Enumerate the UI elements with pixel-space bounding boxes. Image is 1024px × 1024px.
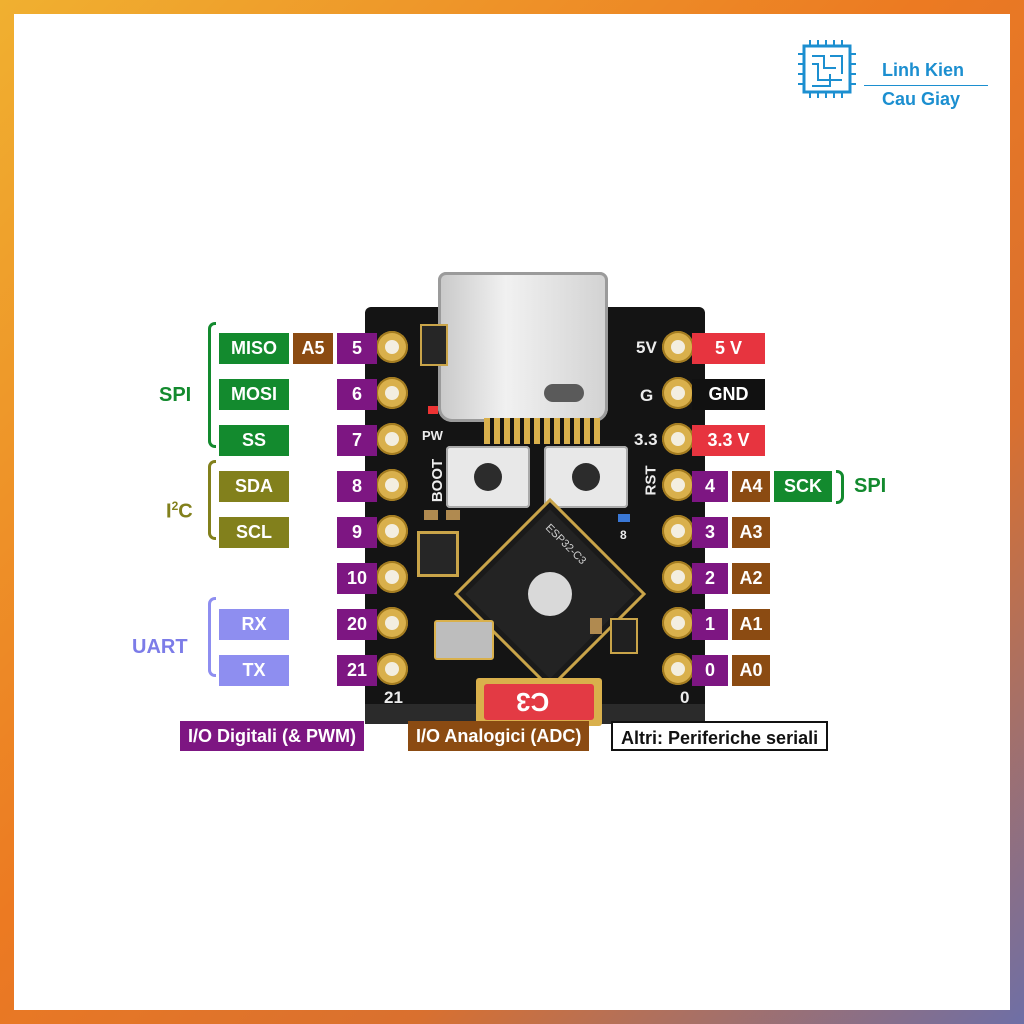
espressif-logo-icon [518, 562, 582, 626]
cap-3 [590, 618, 602, 634]
label-gnd: GND [692, 379, 765, 410]
pad-right-1 [662, 331, 694, 363]
legend-analog: I/O Analogici (ADC) [408, 721, 590, 751]
label-gpio-7: 7 [337, 425, 377, 456]
brand-logo: Linh Kien Cau Giay [796, 34, 996, 109]
pad-right-3 [662, 423, 694, 455]
silk-rst: RST [642, 465, 660, 496]
legend-other: Altri: Periferiche seriali [611, 721, 829, 751]
label-gpio-10: 10 [337, 563, 377, 594]
label-a3: A3 [732, 517, 770, 548]
label-gpio-9: 9 [337, 517, 377, 548]
pad-right-6 [662, 561, 694, 593]
pad-left-6 [376, 561, 408, 593]
label-gpio-3: 3 [692, 517, 728, 548]
brace-i2c [208, 460, 216, 540]
label-gpio-20: 20 [337, 609, 377, 640]
pad-left-5 [376, 515, 408, 547]
pad-left-2 [376, 377, 408, 409]
silk-3v3: 3.3 [634, 430, 658, 449]
power-led [428, 406, 438, 414]
usb-c-port-opening [544, 384, 584, 402]
group-label-spi-right: SPI [854, 475, 887, 497]
label-gpio-8: 8 [337, 471, 377, 502]
label-scl: SCL [219, 517, 289, 548]
pad-left-1 [376, 331, 408, 363]
pad-right-2 [662, 377, 694, 409]
brand-line2: Cau Giay [882, 89, 961, 109]
brace-uart [208, 597, 216, 677]
pad-left-8 [376, 653, 408, 685]
label-sck: SCK [774, 471, 832, 502]
silk-pw: PW [422, 428, 443, 443]
silk-boot: BOOT [429, 458, 447, 503]
pad-left-4 [376, 469, 408, 501]
label-gpio-5: 5 [337, 333, 377, 364]
regulator-ic [420, 534, 456, 574]
label-a4: A4 [732, 471, 770, 502]
label-3v3: 3.3 V [692, 425, 765, 456]
crystal [434, 620, 494, 660]
reset-button [544, 446, 628, 508]
label-tx: TX [219, 655, 289, 686]
i2c-label-sup: 2 [171, 499, 179, 513]
pad-right-7 [662, 607, 694, 639]
cap-2 [446, 510, 460, 520]
pad-right-4 [662, 469, 694, 501]
usb-c-connector [438, 272, 608, 422]
label-sda: SDA [219, 471, 289, 502]
brace-spi-left [208, 322, 216, 448]
group-label-spi-left: SPI [159, 384, 192, 406]
pad-left-7 [376, 607, 408, 639]
c3-logo-text: C3 [516, 687, 550, 717]
top-ic [422, 326, 446, 364]
group-label-i2c: I2C [166, 499, 193, 524]
label-gpio-4: 4 [692, 471, 728, 502]
inductor [612, 620, 636, 652]
label-a0: A0 [732, 655, 770, 686]
label-gpio-2: 2 [692, 563, 728, 594]
label-a5: A5 [293, 333, 333, 364]
label-gpio-1: 1 [692, 609, 728, 640]
pad-right-5 [662, 515, 694, 547]
led-8 [618, 514, 630, 522]
silk-5v: 5V [636, 338, 657, 357]
label-gpio-6: 6 [337, 379, 377, 410]
label-mosi: MOSI [219, 379, 289, 410]
i2c-label-main: I [166, 500, 172, 523]
i2c-label-tail: C [178, 500, 193, 523]
pad-left-3 [376, 423, 408, 455]
silk-g: G [640, 386, 654, 405]
c3-logo [484, 684, 594, 720]
circuit-chip-icon [796, 38, 858, 100]
usb-c-pins [484, 418, 600, 444]
label-miso: MISO [219, 333, 289, 364]
label-gpio-21: 21 [337, 655, 377, 686]
silk-0: 0 [680, 688, 690, 707]
boot-button [446, 446, 530, 508]
label-a2: A2 [732, 563, 770, 594]
brand-line1: Linh Kien [882, 60, 964, 80]
silk-21: 21 [384, 688, 403, 707]
group-label-uart: UART [132, 636, 188, 658]
label-a1: A1 [732, 609, 770, 640]
canvas: Linh Kien Cau Giay ESP32-C3 C3 5V G 3.3 … [14, 14, 1010, 1010]
legend-digital: I/O Digitali (& PWM) [180, 721, 364, 751]
brand-divider [864, 85, 988, 86]
label-5v: 5 V [692, 333, 765, 364]
silk-8: 8 [620, 528, 627, 542]
brace-spi-right [836, 470, 844, 504]
cap-1 [424, 510, 438, 520]
pad-right-8 [662, 653, 694, 685]
label-gpio-0: 0 [692, 655, 728, 686]
label-ss: SS [219, 425, 289, 456]
label-rx: RX [219, 609, 289, 640]
